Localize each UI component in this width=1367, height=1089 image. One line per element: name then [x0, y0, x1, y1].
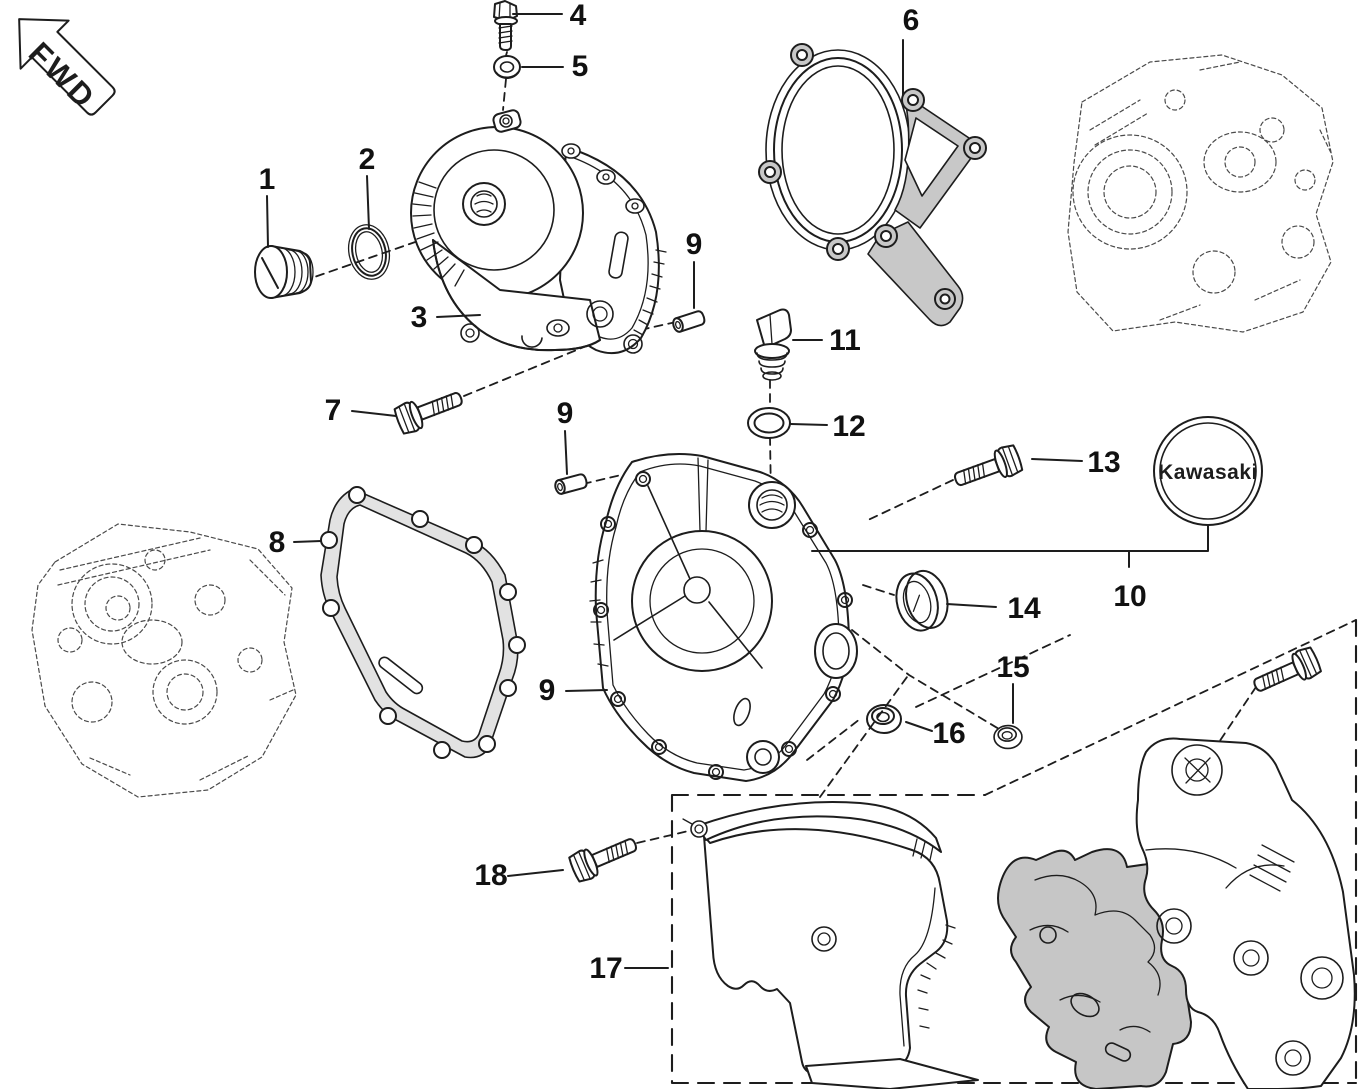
- part-17-dashed-box: [670, 618, 1358, 1085]
- reference-crankcase-right: [1067, 54, 1334, 333]
- part-7-bolt: [391, 382, 468, 437]
- guard-plate: [1135, 737, 1356, 1089]
- kawasaki-decal-text: Kawasaki: [1158, 461, 1258, 484]
- callout-12: 12: [832, 410, 866, 443]
- part-13-bolt: [949, 442, 1025, 496]
- part-1-screw-plug: [254, 245, 314, 299]
- part-9-dowel-pin-b: [552, 472, 589, 496]
- part-5-washer: [493, 55, 521, 79]
- callout-9a: 9: [685, 228, 703, 261]
- part-4-bolt: [493, 0, 518, 51]
- guard-bolt: [1248, 644, 1324, 701]
- part-11-oil-filler-cap: [754, 308, 792, 381]
- callout-3: 3: [410, 301, 428, 334]
- callout-4: 4: [569, 0, 587, 32]
- part-6-gasket: [758, 43, 987, 327]
- callout-9b: 9: [556, 397, 574, 430]
- part-12-o-ring: [747, 407, 791, 439]
- callout-2: 2: [358, 143, 376, 176]
- callout-5: 5: [571, 50, 589, 83]
- shaded-guard-part: [997, 848, 1202, 1089]
- callout-8: 8: [268, 526, 286, 559]
- callout-16: 16: [932, 717, 966, 750]
- part-9-dowel-pin-a: [670, 308, 707, 335]
- callout-7: 7: [324, 394, 342, 427]
- part-18-bolt: [566, 828, 642, 885]
- callout-15: 15: [996, 651, 1030, 684]
- part-15-grommet: [993, 724, 1023, 750]
- chain-cover: [682, 800, 979, 1089]
- clutch-cover: [589, 453, 858, 782]
- callout-6: 6: [902, 4, 920, 37]
- part-14-plug-cap: [895, 569, 949, 632]
- callout-18: 18: [474, 859, 508, 892]
- callout-leader-lines: [266, 13, 1209, 969]
- part-10-kawasaki-decal: Kawasaki: [1153, 416, 1263, 526]
- part-16-grommet: [866, 704, 902, 734]
- part-8-gasket: [320, 486, 526, 759]
- fwd-direction-badge: FWD: [18, 18, 116, 116]
- callout-17: 17: [589, 952, 623, 985]
- callout-9c: 9: [538, 674, 556, 707]
- callout-13: 13: [1087, 446, 1121, 479]
- callout-14: 14: [1007, 592, 1041, 625]
- part-2-o-ring: [347, 224, 391, 280]
- reference-crankcase-left: [31, 523, 297, 798]
- callout-11: 11: [829, 324, 861, 357]
- part-3-generator-cover: [410, 109, 667, 354]
- callout-1: 1: [258, 163, 276, 196]
- callout-10: 10: [1113, 580, 1147, 613]
